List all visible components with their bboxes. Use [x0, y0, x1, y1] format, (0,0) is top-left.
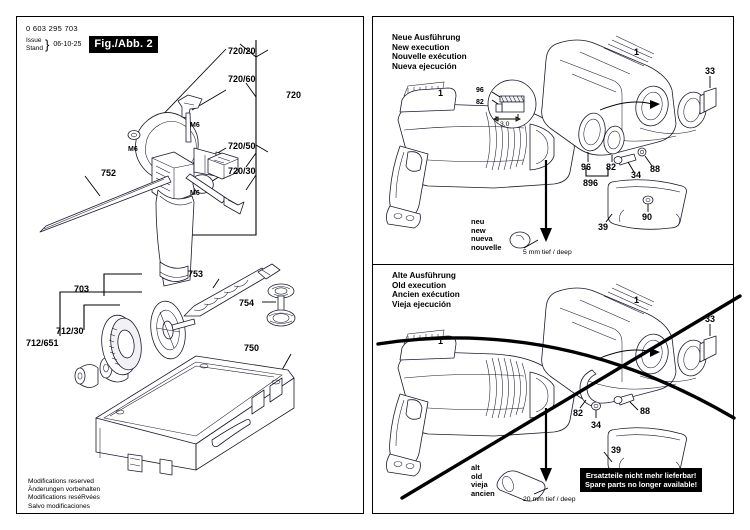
document-header: 0 603 295 703 Issue Stand } 06-10-25 Fig…	[26, 24, 158, 53]
new-label-39: 39	[598, 222, 609, 232]
callout-dimension: 3,0	[500, 121, 510, 128]
old-tool-label-1: 1	[438, 336, 444, 346]
new-label-33: 33	[705, 66, 716, 76]
new-legend-es: nueva	[471, 234, 493, 244]
discontinued-warning: Ersatzteile nicht mehr lieferbar! Spare …	[580, 468, 703, 492]
old-legend: alt old vieja ancien	[471, 463, 495, 498]
label-753-drill-bit: 753	[188, 269, 204, 279]
old-legend-en: old	[471, 471, 483, 481]
label-712-651: 712/651	[26, 338, 59, 348]
new-legend-fr: nouvelle	[471, 242, 502, 252]
issue-stand-labels: Issue Stand	[26, 37, 43, 52]
footer-line-de: Änderungen vorbehalten	[28, 486, 101, 494]
old-execution-art	[376, 283, 742, 502]
part-number: 0 603 295 703	[26, 24, 78, 33]
old-execution-title: Alte Ausführung Old execution Ancien exé…	[392, 271, 460, 309]
brace-glyph: }	[45, 36, 50, 52]
stand-label: Stand	[26, 44, 43, 52]
new-depth-note: 5 mm tief / deep	[523, 249, 572, 256]
side-handle-art	[39, 94, 245, 287]
old-execution-title-en: Old execution	[392, 280, 447, 290]
old-legend-de: alt	[471, 463, 480, 472]
old-label-88: 88	[640, 406, 651, 416]
left-panel-frame	[16, 16, 364, 514]
warning-line-en: Spare parts no longer available!	[585, 480, 698, 489]
new-execution-art	[386, 35, 717, 249]
label-720-50: 720/50	[228, 141, 256, 151]
thread-label-m6-a: M6	[128, 146, 138, 153]
label-712-30: 712/30	[56, 326, 84, 336]
label-720-60: 720/60	[228, 74, 256, 84]
warning-line-de: Ersatzteile nicht mehr lieferbar!	[585, 471, 697, 480]
new-execution-title-es: Nueva ejecución	[392, 61, 457, 71]
footer-line-es: Salvo modificaciones	[28, 502, 90, 510]
new-label-34: 34	[631, 170, 642, 180]
footer-notice: Modifications reserved Änderungen vorbeh…	[28, 478, 100, 511]
callout-label-96: 96	[476, 87, 484, 94]
label-720-group: 720	[286, 90, 302, 100]
footer-line-en: Modifications reserved	[28, 478, 94, 485]
new-label-96: 96	[581, 162, 592, 172]
figure-badge: Fig./Abb. 2	[89, 36, 158, 53]
old-execution-title-es: Vieja ejecución	[392, 299, 452, 309]
new-execution-title-de: Neue Ausführung	[392, 33, 461, 42]
panel-divider	[373, 264, 733, 265]
new-label-896: 896	[583, 178, 599, 188]
carry-case-art	[95, 353, 295, 476]
new-tool-label-1: 1	[438, 88, 444, 98]
new-label-90: 90	[642, 212, 653, 222]
new-label-82: 82	[606, 162, 617, 172]
chuck-key-art	[262, 283, 296, 327]
old-execution-title-fr: Ancien exécution	[392, 290, 460, 300]
issue-label: Issue	[26, 37, 42, 44]
new-label-1-right: 1	[634, 47, 640, 57]
gear-group-art	[59, 273, 196, 388]
label-752-depth-rod: 752	[101, 168, 117, 178]
new-execution-title-fr: Nouvelle exécution	[392, 52, 467, 62]
new-label-88: 88	[650, 164, 661, 174]
old-label-34: 34	[591, 420, 602, 430]
new-execution-title: Neue Ausführung New execution Nouvelle e…	[392, 33, 467, 71]
new-legend-de: neu	[471, 217, 485, 226]
old-label-33: 33	[705, 314, 716, 324]
label-703-bracket: 703	[74, 284, 90, 294]
old-label-82: 82	[573, 408, 584, 418]
thread-label-m6-c: M6	[190, 190, 200, 197]
old-label-39: 39	[611, 445, 622, 455]
old-label-1-right: 1	[634, 295, 640, 305]
old-legend-es: vieja	[471, 480, 488, 490]
label-750-case: 750	[244, 343, 260, 353]
old-legend-fr: ancien	[471, 488, 495, 498]
footer-line-fr: Modifications reséRvées	[28, 494, 100, 502]
thread-label-m6-b: M6	[190, 122, 200, 129]
issue-date: 06-10-25	[53, 41, 82, 48]
new-legend-en: new	[471, 225, 486, 235]
old-depth-note: 20 mm tief / deep	[523, 496, 576, 503]
right-panel-frame	[372, 16, 734, 514]
label-720-20: 720/20	[228, 46, 256, 56]
callout-label-82: 82	[476, 99, 484, 106]
drill-bit-art	[183, 263, 281, 317]
old-execution-title-de: Alte Ausführung	[392, 271, 456, 280]
new-execution-title-en: New execution	[392, 42, 450, 52]
label-720-30: 720/30	[228, 166, 256, 176]
label-754-chuck-key: 754	[239, 298, 255, 308]
new-legend: neu new nueva nouvelle	[471, 217, 502, 252]
